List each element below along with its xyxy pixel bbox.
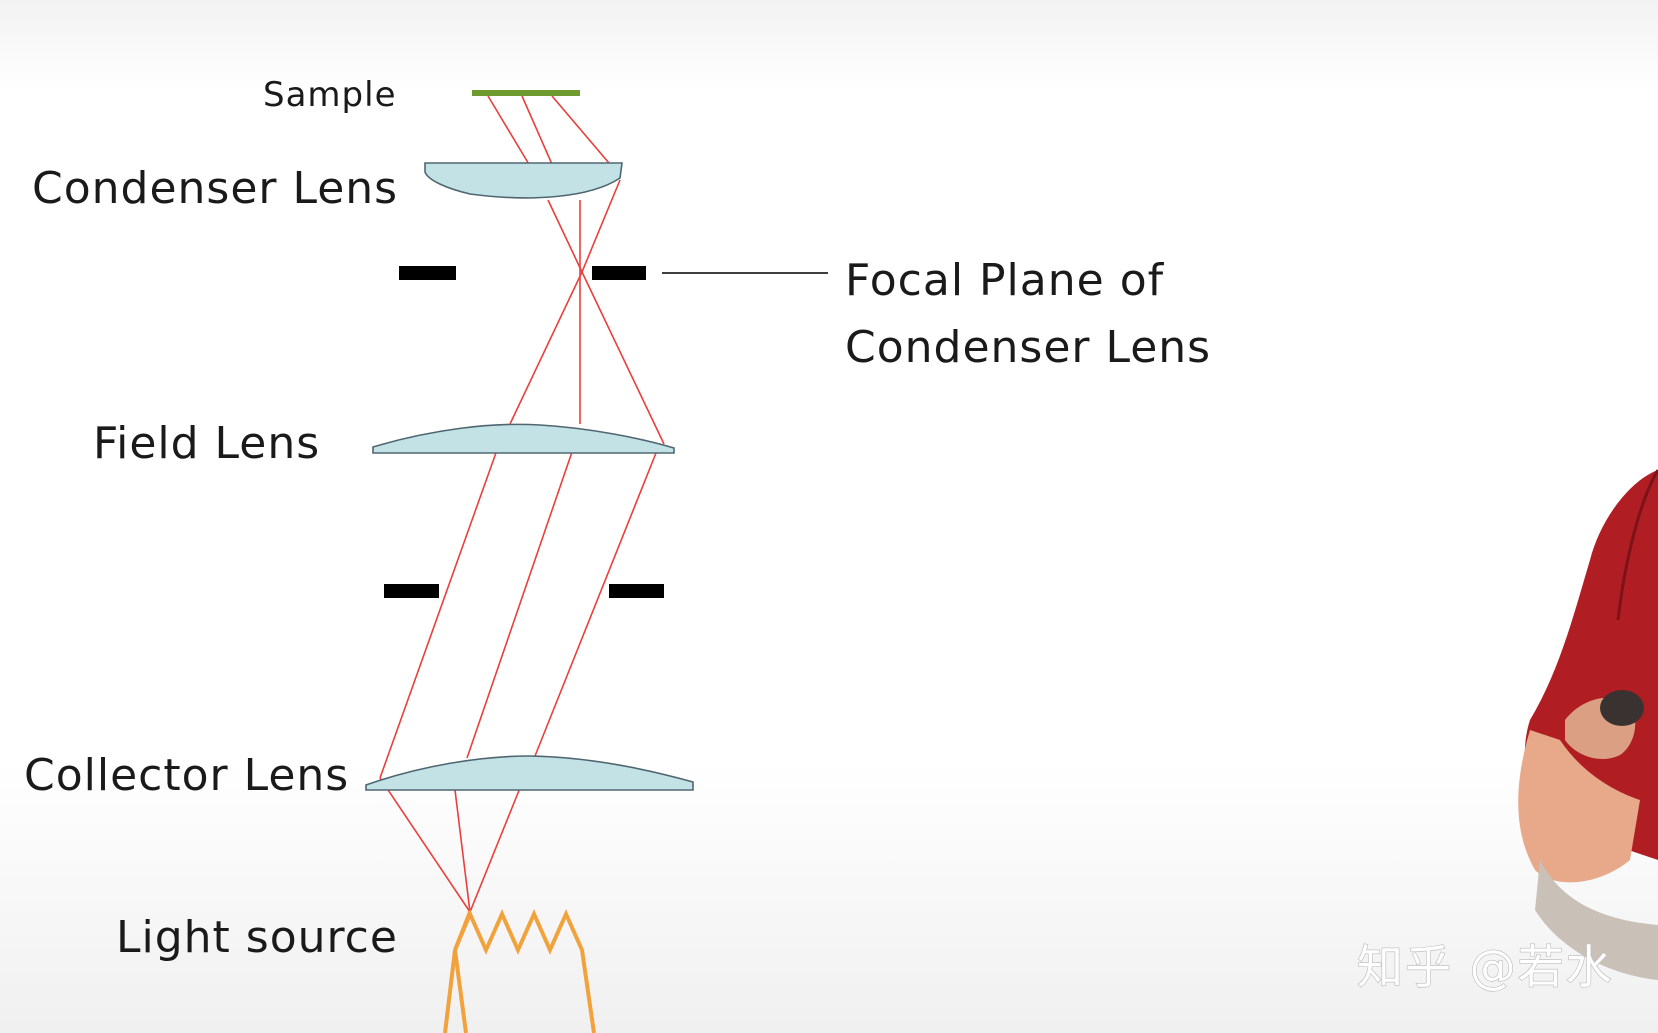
field-aperture-left — [384, 584, 439, 598]
watermark-text: 知乎 @若水 — [1357, 940, 1614, 994]
collector-lens-shape — [365, 755, 694, 791]
label-field-lens: Field Lens — [93, 418, 320, 469]
field-aperture-right — [609, 584, 664, 598]
label-collector-lens: Collector Lens — [24, 750, 349, 801]
label-focal-plane-line1: Focal Plane of — [845, 255, 1165, 306]
focal-plane-aperture-right — [592, 266, 646, 280]
field-lens-shape — [372, 423, 675, 454]
focal-plane-aperture-left — [399, 266, 456, 280]
label-sample: Sample — [263, 75, 396, 115]
label-light-source: Light source — [116, 912, 398, 963]
condenser-lens-shape — [424, 162, 623, 199]
light-source-bulb — [443, 908, 596, 1033]
presenter-figure — [1518, 469, 1658, 980]
label-focal-plane-line2: Condenser Lens — [845, 322, 1211, 373]
label-condenser-lens: Condenser Lens — [32, 163, 398, 214]
